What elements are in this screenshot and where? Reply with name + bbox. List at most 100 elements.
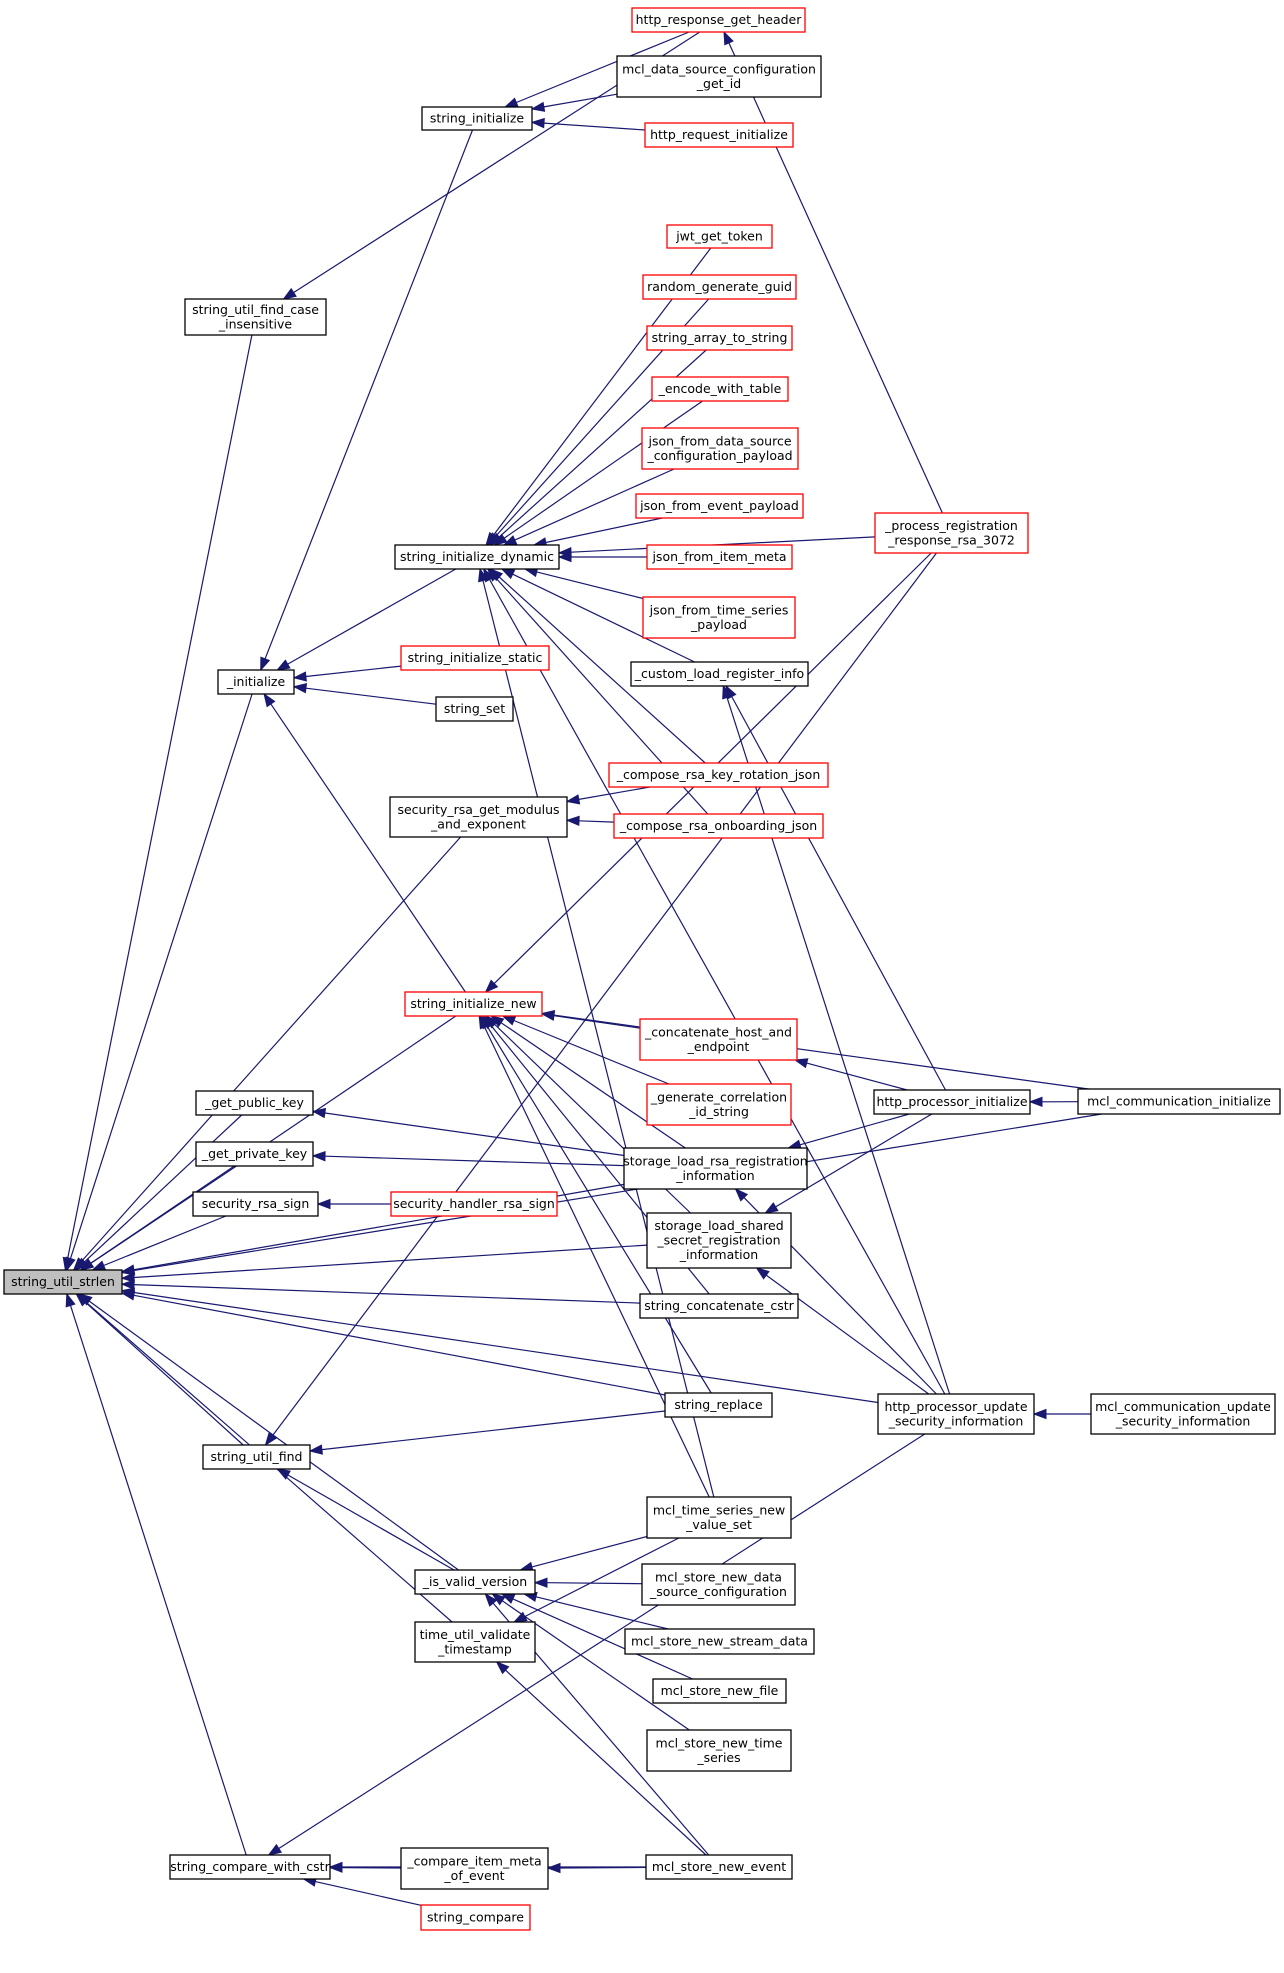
function-node-process-registration-response-rsa-3072[interactable]: _process_registration_response_rsa_3072 <box>874 512 1029 554</box>
edge-line <box>324 1155 625 1167</box>
edge-line <box>264 129 474 660</box>
function-node-mcl-time-series-new-value-set[interactable]: mcl_time_series_new_value_set <box>646 1496 792 1539</box>
edge-arrowhead <box>292 671 307 682</box>
function-node-storage-load-shared-secret-registration-information[interactable]: storage_load_shared_secret_registration_… <box>646 1212 792 1269</box>
call-edge <box>276 1468 455 1571</box>
function-node-string-initialize[interactable]: string_initialize <box>421 106 533 131</box>
edge-line <box>731 696 947 1091</box>
function-node-string-initialize-new[interactable]: string_initialize_new <box>404 991 543 1017</box>
function-node-compose-rsa-key-rotation-json[interactable]: _compose_rsa_key_rotation_json <box>608 762 829 788</box>
node-label: http_processor_initialize <box>876 1094 1027 1109</box>
function-node-http-processor-update-security-information[interactable]: http_processor_update_security_informati… <box>877 1393 1035 1435</box>
node-box <box>646 1212 792 1269</box>
edge-arrowhead <box>546 1862 561 1874</box>
function-node-time-util-validate-timestamp[interactable]: time_util_validate_timestamp <box>414 1621 536 1663</box>
function-node-mcl-store-new-data-source-configuration[interactable]: mcl_store_new_data_source_configuration <box>641 1563 796 1606</box>
node-label: json_from_data_source <box>647 433 791 448</box>
function-node-mcl-store-new-stream-data[interactable]: mcl_store_new_stream_data <box>624 1628 815 1655</box>
call-edge <box>275 568 457 671</box>
node-label: _compare_item_meta <box>406 1853 541 1868</box>
function-node-string-compare[interactable]: string_compare <box>420 1904 531 1931</box>
function-node-http-response-get-header[interactable]: http_response_get_header <box>631 7 806 33</box>
edge-line <box>486 1025 712 1394</box>
function-node-get-public-key[interactable]: _get_public_key <box>195 1090 314 1116</box>
node-label: _security_information <box>888 1413 1024 1428</box>
function-node-is-valid-version[interactable]: _is_valid_version <box>414 1569 536 1595</box>
function-node-security-handler-rsa-sign[interactable]: security_handler_rsa_sign <box>390 1191 558 1217</box>
node-box <box>1077 1088 1281 1115</box>
function-node-generate-correlation-id-string[interactable]: _generate_correlation_id_string <box>646 1083 792 1126</box>
call-edge <box>523 566 644 600</box>
function-node-string-util-find[interactable]: string_util_find <box>202 1444 311 1470</box>
function-node-json-from-data-source-configuration-payload[interactable]: json_from_data_source_configuration_payl… <box>641 427 799 470</box>
function-node-string-set[interactable]: string_set <box>435 696 514 722</box>
edge-arrowhead <box>308 1444 323 1455</box>
node-box <box>184 298 327 336</box>
function-node-json-from-event-payload[interactable]: json_from_event_payload <box>635 493 804 519</box>
function-node-compose-rsa-onboarding-json[interactable]: _compose_rsa_onboarding_json <box>613 813 824 839</box>
function-node-jwt-get-token[interactable]: jwt_get_token <box>666 224 773 249</box>
node-box <box>652 1678 787 1704</box>
call-edge <box>292 683 437 705</box>
function-node-string-compare-with-cstr[interactable]: string_compare_with_cstr <box>169 1854 331 1880</box>
call-edge <box>530 93 618 112</box>
call-edge <box>512 1537 680 1623</box>
function-node-string-array-to-string[interactable]: string_array_to_string <box>646 325 793 351</box>
function-node-string-concatenate-cstr[interactable]: string_concatenate_cstr <box>639 1293 799 1319</box>
function-node-mcl-store-new-file[interactable]: mcl_store_new_file <box>652 1678 787 1704</box>
function-node-storage-load-rsa-registration-information[interactable]: storage_load_rsa_registration_informatio… <box>623 1147 808 1190</box>
edge-arrowhead <box>486 567 500 582</box>
function-node-concatenate-host-and-endpoint[interactable]: _concatenate_host_and_endpoint <box>639 1018 798 1061</box>
call-edge <box>723 30 943 514</box>
node-box <box>195 1141 314 1167</box>
edge-line <box>500 1022 686 1149</box>
function-node-mcl-store-new-event[interactable]: mcl_store_new_event <box>645 1854 793 1880</box>
function-node-security-rsa-get-modulus-and-exponent[interactable]: security_rsa_get_modulus_and_exponent <box>389 796 568 838</box>
function-node-mcl-store-new-time-series[interactable]: mcl_store_new_time_series <box>646 1729 792 1772</box>
function-node-compare-item-meta-of-event[interactable]: _compare_item_meta_of_event <box>400 1847 549 1890</box>
edge-arrowhead <box>484 979 499 993</box>
function-node-json-from-time-series-payload[interactable]: json_from_time_series_payload <box>642 596 796 639</box>
function-node-mcl-communication-update-security-information[interactable]: mcl_communication_update_security_inform… <box>1090 1393 1276 1435</box>
function-node-mcl-data-source-configuration-get-id[interactable]: mcl_data_source_configuration_get_id <box>616 55 822 98</box>
edge-arrowhead <box>267 1843 283 1856</box>
node-box <box>877 1393 1035 1435</box>
node-label: _endpoint <box>687 1039 750 1054</box>
node-box <box>639 1293 799 1319</box>
function-node-json-from-item-meta[interactable]: json_from_item_meta <box>646 544 793 570</box>
function-node-get-private-key[interactable]: _get_private_key <box>195 1141 314 1167</box>
node-label: mcl_store_new_stream_data <box>631 1634 808 1649</box>
call-edge <box>502 468 675 546</box>
node-label: _get_public_key <box>204 1095 304 1110</box>
node-label: http_processor_update <box>884 1399 1027 1414</box>
function-node-string-util-find-case-insensitive[interactable]: string_util_find_case_insensitive <box>184 298 327 336</box>
node-box <box>389 796 568 838</box>
node-label: _timestamp <box>437 1641 512 1656</box>
edge-arrowhead <box>565 794 581 805</box>
edge-arrowhead <box>263 692 276 708</box>
node-label: json_from_item_meta <box>651 549 786 564</box>
function-node-random-generate-guid[interactable]: random_generate_guid <box>642 274 797 300</box>
function-node-mcl-communication-initialize[interactable]: mcl_communication_initialize <box>1077 1088 1281 1115</box>
edge-line <box>728 42 943 514</box>
function-node-encode-with-table[interactable]: _encode_with_table <box>651 376 789 402</box>
function-node-string-initialize-static[interactable]: string_initialize_static <box>400 645 550 671</box>
call-edge <box>311 1107 625 1157</box>
edge-line <box>90 1165 237 1264</box>
function-node-initialize[interactable]: _initialize <box>217 669 295 695</box>
call-edge <box>120 1287 879 1404</box>
node-box <box>874 512 1029 554</box>
node-box <box>646 1083 792 1126</box>
function-node-string-initialize-dynamic[interactable]: string_initialize_dynamic <box>394 544 560 570</box>
function-node-security-rsa-sign[interactable]: security_rsa_sign <box>192 1191 319 1217</box>
node-label: string_concatenate_cstr <box>644 1298 794 1313</box>
function-node-string-replace[interactable]: string_replace <box>664 1392 773 1418</box>
edge-line <box>545 517 663 544</box>
edge-arrowhead <box>328 1861 343 1873</box>
function-node-http-request-initialize[interactable]: http_request_initialize <box>644 122 794 148</box>
node-box <box>646 1496 792 1539</box>
edge-arrowhead <box>540 1010 556 1021</box>
function-node-custom-load-register-info[interactable]: _custom_load_register_info <box>630 661 809 687</box>
node-label: _encode_with_table <box>658 381 782 396</box>
function-node-http-processor-initialize[interactable]: http_processor_initialize <box>873 1089 1031 1115</box>
